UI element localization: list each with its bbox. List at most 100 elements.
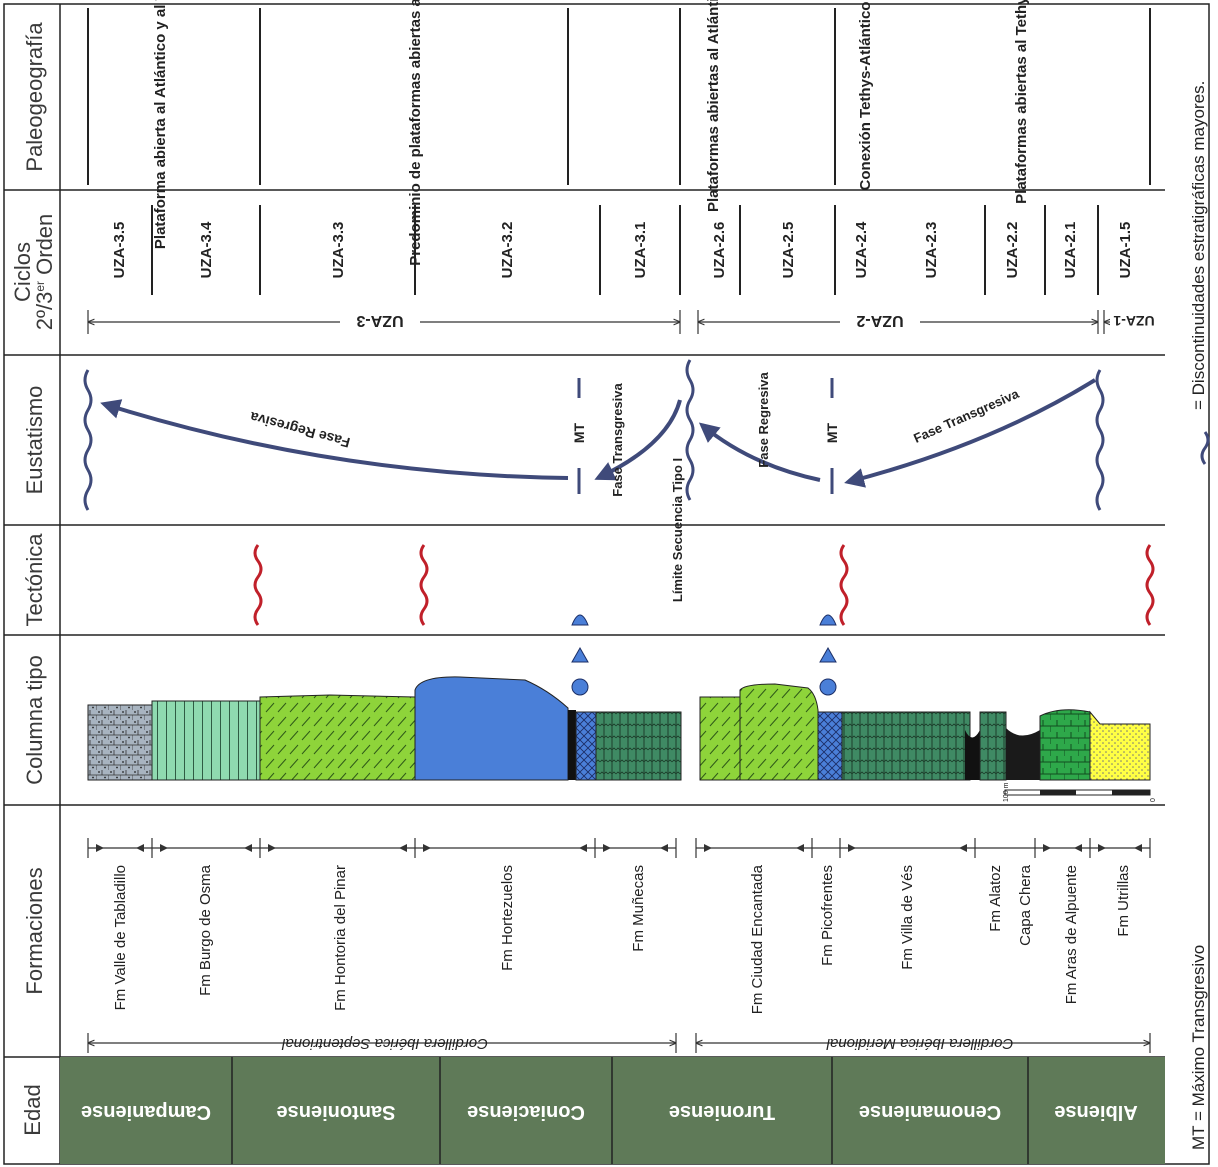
paleogeography-column: Plataforma abierta al Atlántico y al The… bbox=[87, 0, 1151, 266]
type-column bbox=[87, 614, 1151, 781]
legend: MT = Máximo Transgresivo = Discontinuida… bbox=[1189, 81, 1210, 1150]
arrow-regresiva-upper bbox=[100, 399, 569, 480]
lith-picofrentes bbox=[817, 711, 843, 781]
wavy-discontinuity-icon bbox=[83, 369, 93, 511]
label-mt-south: MT bbox=[824, 422, 840, 443]
header-ciclos-2: 2º/3er Orden bbox=[32, 214, 57, 331]
formation-valle-tabladillo: Fm Valle de Tabladillo bbox=[112, 865, 129, 1010]
formations-column: Cordillera Ibérica Septentrional Cordill… bbox=[88, 782, 1157, 1053]
arrow-transgresiva-upper bbox=[594, 399, 682, 481]
label-fase-transgresiva-lower: Fase Transgresiva bbox=[911, 386, 1021, 446]
paleo-tethys: Plataformas abiertas al Tethys bbox=[1013, 0, 1030, 204]
paleo-tethys-text: Plataformas abiertas al Tethys bbox=[1013, 0, 1030, 204]
arrow-transgresiva-lower bbox=[844, 378, 1097, 488]
lith-villa-ves bbox=[841, 711, 971, 781]
paleo-conexion-text: Conexión Tethys-Atlántico bbox=[857, 2, 874, 191]
paleo-plataformas-atlantico-text: Plataformas abiertas al Atlántico bbox=[705, 0, 722, 212]
cycle-uza2: UZA-2 bbox=[856, 312, 903, 329]
paleo-plataformas-atlantico: Plataformas abiertas al Atlántico bbox=[705, 0, 722, 212]
eustasy-column: Fase Regresiva Fase Transgresiva Límite … bbox=[83, 359, 1105, 602]
formation-alatoz: Fm Alatoz bbox=[987, 865, 1004, 932]
age-campaniense: Campaniense bbox=[81, 1101, 211, 1123]
cycle-uza-3-1: UZA-3.1 bbox=[632, 222, 649, 279]
cycle-uza-2-5: UZA-2.5 bbox=[780, 222, 797, 279]
scale-label-top: 100 m bbox=[1003, 782, 1010, 802]
formation-capa-chera: Capa Chera bbox=[1017, 864, 1034, 946]
age-column: Campaniense Santoniense Coniaciense Turo… bbox=[60, 1057, 1165, 1164]
paleo-predominio-text: Predominio de plataformas abiertas al At… bbox=[407, 0, 424, 266]
lith-munecas bbox=[595, 711, 682, 781]
label-mt-north: MT bbox=[571, 422, 587, 443]
label-fase-transgresiva-upper: Fase Transgresiva bbox=[610, 383, 625, 497]
formation-burgo-osma: Fm Burgo de Osma bbox=[197, 864, 214, 996]
header-tectonica: Tectónica bbox=[22, 533, 47, 627]
age-santoniense: Santoniense bbox=[277, 1101, 396, 1123]
lith-ciudad-encantada-a bbox=[699, 696, 741, 781]
ammonite-icon bbox=[819, 678, 837, 696]
cycle-uza-3-4: UZA-3.4 bbox=[198, 221, 215, 278]
formation-aras-alpuente: Fm Aras de Alpuente bbox=[1063, 865, 1080, 1004]
paleo-atlantico-thethys: Plataforma abierta al Atlántico y al The… bbox=[152, 0, 169, 249]
lith-capa-chera bbox=[1006, 728, 1040, 780]
lith-black-bed-north bbox=[568, 710, 576, 780]
bivalve-icon bbox=[819, 614, 837, 626]
label-fase-regresiva-lower: Fase Regresiva bbox=[756, 372, 771, 468]
scale-label-bottom: 0 bbox=[1150, 798, 1157, 802]
cycle-uza-2-2: UZA-2.2 bbox=[1004, 222, 1021, 279]
lith-ciudad-encantada-b bbox=[739, 683, 819, 781]
region-south-label: Cordillera Ibérica Meridional bbox=[826, 1035, 1013, 1052]
tectonics-column bbox=[253, 544, 1155, 626]
lith-muñecas-base bbox=[575, 711, 597, 781]
lith-aras-alpuente bbox=[1039, 709, 1091, 781]
header-columna: Columna tipo bbox=[22, 655, 47, 785]
age-albiense: Albiense bbox=[1054, 1101, 1137, 1123]
fossils-north bbox=[571, 614, 589, 696]
arrow-regresiva-lower bbox=[698, 422, 821, 482]
lith-hontoria-pinar bbox=[259, 694, 416, 781]
cycle-uza-3-2: UZA-3.2 bbox=[499, 222, 516, 279]
age-cenomaniense: Cenomaniense bbox=[859, 1101, 1001, 1123]
age-turoniense: Turoniense bbox=[669, 1101, 775, 1123]
wavy-tectonic-icon bbox=[419, 544, 429, 626]
label-fase-transgresiva-upper-text: Fase Transgresiva bbox=[610, 383, 625, 497]
cycle-uza3: UZA-3 bbox=[356, 312, 403, 329]
formation-villa-ves: Fm Villa de Vés bbox=[899, 865, 916, 970]
ammonite-icon bbox=[571, 678, 589, 696]
paleo-predominio: Predominio de plataformas abiertas al At… bbox=[407, 0, 424, 266]
formation-picofrentes: Fm Picofrentes bbox=[819, 865, 836, 966]
wavy-tectonic-icon bbox=[839, 544, 849, 626]
legend-disc: = Discontinuidades estratigráficas mayor… bbox=[1189, 81, 1208, 410]
lith-black-bed-south-1 bbox=[965, 730, 980, 780]
paleo-conexion: Conexión Tethys-Atlántico bbox=[857, 2, 874, 191]
cycle-uza-1-5: UZA-1.5 bbox=[1117, 222, 1134, 279]
lith-hortezuelos bbox=[414, 676, 569, 781]
bivalve-icon bbox=[571, 614, 589, 626]
formation-utrillas: Fm Utrillas bbox=[1115, 865, 1132, 937]
paleo-atlantico-thethys-text: Plataforma abierta al Atlántico y al The… bbox=[152, 0, 169, 249]
cycle-uza-2-6: UZA-2.6 bbox=[711, 222, 728, 279]
lith-utrillas bbox=[1089, 710, 1151, 781]
header-eustatismo: Eustatismo bbox=[22, 386, 47, 495]
formation-ciudad-encantada: Fm Ciudad Encantada bbox=[749, 864, 766, 1014]
cycle-uza-2-1: UZA-2.1 bbox=[1062, 222, 1079, 279]
age-coniaciense: Coniaciense bbox=[467, 1101, 585, 1123]
header-formaciones: Formaciones bbox=[22, 867, 47, 994]
cycle-uza-2-4: UZA-2.4 bbox=[853, 221, 870, 278]
fossils-south bbox=[819, 614, 837, 696]
cycle-uza-3-3: UZA-3.3 bbox=[330, 222, 347, 279]
header-edad: Edad bbox=[20, 1084, 45, 1135]
thickness-scale: 100 m 0 bbox=[1003, 782, 1157, 802]
wavy-tectonic-icon bbox=[253, 544, 263, 626]
cycles-column: UZA-3 UZA-2 UZA-1 UZA-3.5 UZA-3.4 UZA-3.… bbox=[88, 205, 1160, 334]
cycle-uza1: UZA-1 bbox=[1113, 313, 1154, 329]
formation-munecas: Fm Muñecas bbox=[630, 865, 647, 952]
wavy-discontinuity-icon bbox=[1095, 369, 1105, 511]
formation-hortezuelos: Fm Hortezuelos bbox=[499, 865, 516, 971]
cycle-uza-3-5: UZA-3.5 bbox=[111, 222, 128, 279]
lith-valle-tabladillo bbox=[87, 704, 153, 781]
formation-hontoria-pinar: Fm Hontoria del Pinar bbox=[332, 865, 349, 1011]
lith-alatoz bbox=[979, 711, 1007, 781]
cycle-uza-2-3: UZA-2.3 bbox=[923, 222, 940, 279]
header-ciclos-1: Ciclos bbox=[10, 242, 35, 302]
